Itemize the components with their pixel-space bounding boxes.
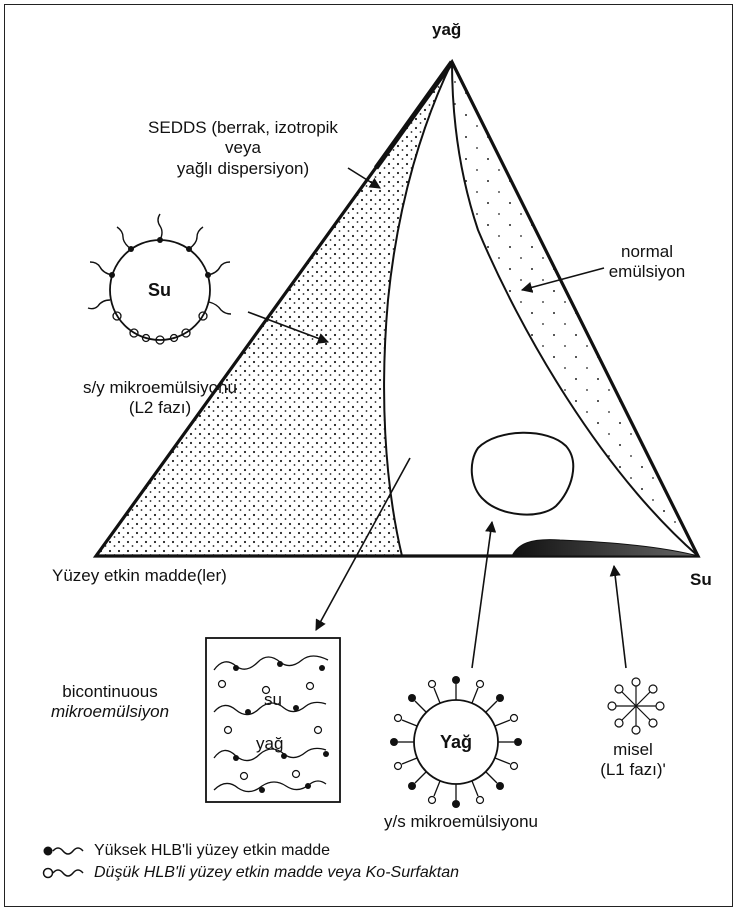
bicontinuous-oil-label: yağ: [256, 734, 283, 754]
bicontinuous-label: bicontinuous mikroemülsiyon: [40, 682, 180, 723]
sedds-label: SEDDS (berrak, izotropik veya yağlı disp…: [128, 118, 358, 179]
micelle-line-2: (L1 fazı)': [588, 760, 678, 780]
bicontinuous-drawing: [206, 638, 340, 802]
bicontinuous-line-1: bicontinuous: [40, 682, 180, 702]
ow-microemulsion-label: y/s mikroemülsiyonu: [384, 812, 538, 832]
micelle-line-1: misel: [588, 740, 678, 760]
low-hlb-surfactant-icon: [44, 869, 84, 878]
micelle-drawing: [608, 678, 664, 734]
wo-microemulsion-label: s/y mikroemülsiyonu (L2 fazı): [50, 378, 270, 419]
closed-phase-region: [472, 433, 573, 515]
water-vertex-label: Su: [690, 570, 712, 590]
normal-emulsion-line-2: emülsiyon: [602, 262, 692, 282]
micelle-label: misel (L1 fazı)': [588, 740, 678, 781]
legend-high-hlb-text: Yüksek HLB'li yüzey etkin madde: [94, 841, 330, 860]
surfactant-vertex-label: Yüzey etkin madde(ler): [52, 566, 227, 586]
oil-vertex-label: yağ: [432, 20, 461, 40]
ow-arrow: [472, 522, 492, 668]
ow-core-label: Yağ: [440, 732, 472, 754]
micelle-band: [512, 540, 698, 556]
micelle-arrow: [614, 566, 626, 668]
wo-micelle-drawing: [88, 214, 231, 344]
bicontinuous-line-2: mikroemülsiyon: [40, 702, 180, 722]
bicontinuous-water-label: su: [264, 690, 282, 710]
sedds-line-3: yağlı dispersiyon): [128, 159, 358, 179]
legend-low-hlb-text: Düşük HLB'li yüzey etkin madde veya Ko-S…: [94, 863, 459, 882]
wo-core-label: Su: [148, 280, 171, 302]
high-hlb-surfactant-icon: [44, 847, 84, 856]
normal-emulsion-label: normal emülsiyon: [602, 242, 692, 283]
wo-microemulsion-line-1: s/y mikroemülsiyonu: [50, 378, 270, 398]
normal-emulsion-line-1: normal: [602, 242, 692, 262]
sedds-line-2: veya: [128, 138, 358, 158]
wo-microemulsion-line-2: (L2 fazı): [50, 398, 270, 418]
sedds-line-1: SEDDS (berrak, izotropik: [128, 118, 358, 138]
